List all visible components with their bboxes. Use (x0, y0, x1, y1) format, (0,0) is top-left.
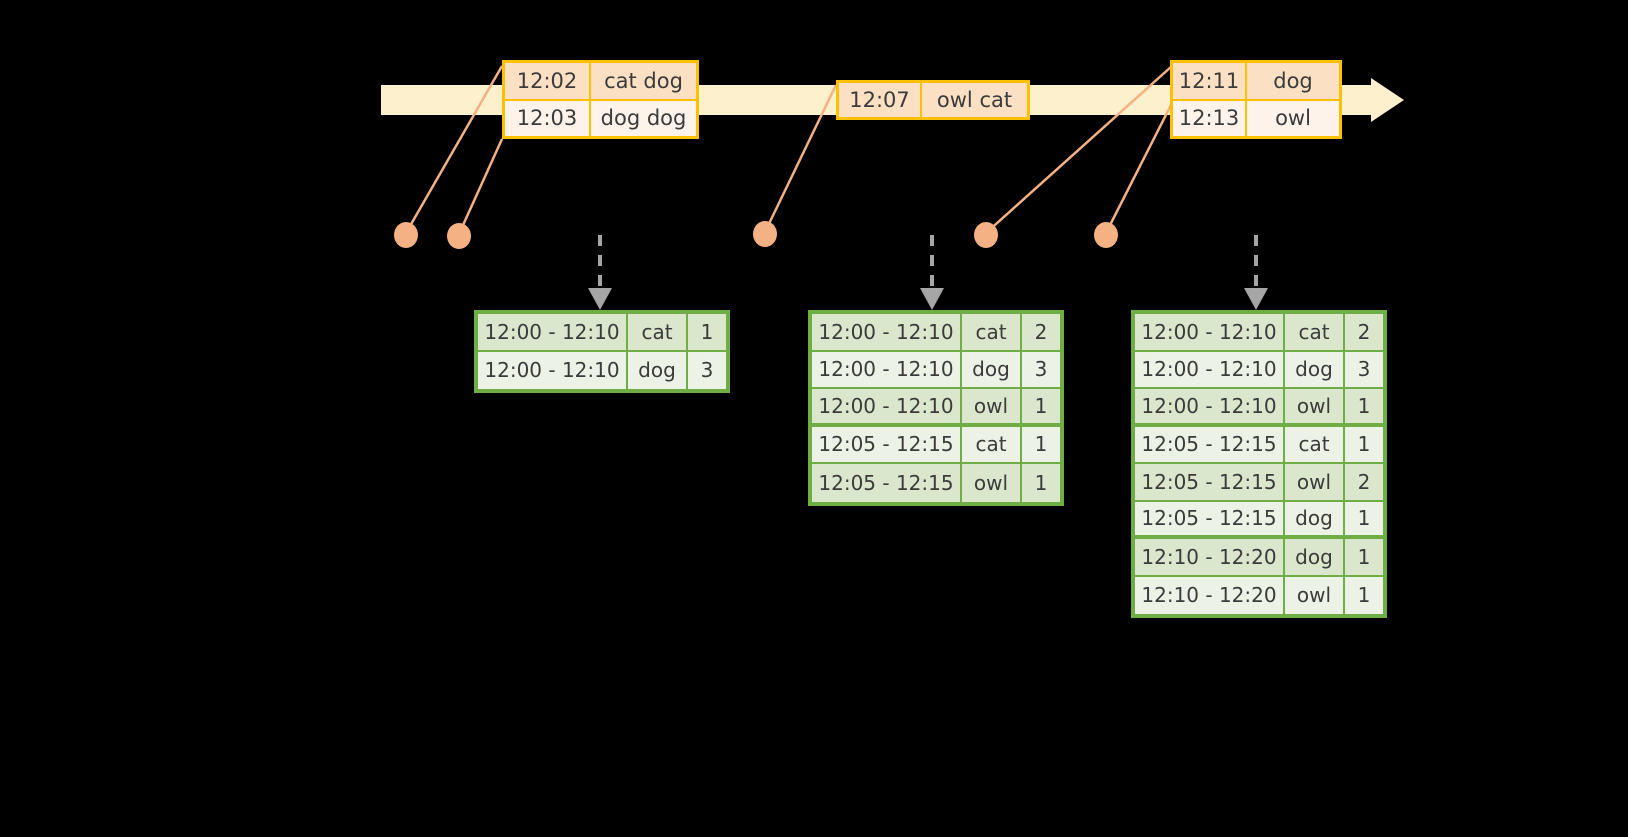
window-cell: 12:00 - 12:10 (812, 351, 962, 387)
window-cell: 12:00 - 12:10 (1135, 314, 1285, 350)
connector-dot-3 (753, 221, 777, 247)
event-row[interactable]: 12:02 cat dog (505, 63, 696, 99)
count-cell: 2 (1022, 314, 1060, 350)
word-cell: owl (1285, 389, 1345, 423)
count-cell: 1 (1022, 426, 1060, 462)
word-cell: owl (962, 464, 1022, 502)
word-cell: dog (628, 351, 688, 389)
table-row[interactable]: 12:00 - 12:10 dog 3 (812, 351, 1060, 389)
event-time: 12:02 (505, 63, 591, 99)
window-cell: 12:05 - 12:15 (812, 426, 962, 462)
window-cell: 12:00 - 12:10 (812, 389, 962, 423)
event-row[interactable]: 12:03 dog dog (505, 98, 696, 136)
window-cell: 12:05 - 12:15 (812, 464, 962, 502)
word-cell: cat (1285, 314, 1345, 350)
word-cell: dog (1285, 351, 1345, 387)
count-cell: 1 (1345, 576, 1383, 614)
table-row[interactable]: 12:05 - 12:15 owl 1 (812, 464, 1060, 502)
window-cell: 12:00 - 12:10 (478, 314, 628, 350)
table-row[interactable]: 12:00 - 12:10 cat 2 (812, 314, 1060, 352)
event-row[interactable]: 12:07 owl cat (839, 83, 1027, 117)
connector-dot-1 (394, 222, 418, 248)
word-cell: owl (1285, 576, 1345, 614)
table-row[interactable]: 12:05 - 12:15 dog 1 (1135, 501, 1383, 539)
word-cell: cat (962, 314, 1022, 350)
event-words: dog dog (591, 100, 696, 136)
table-row[interactable]: 12:00 - 12:10 owl 1 (1135, 389, 1383, 427)
event-time: 12:13 (1173, 100, 1247, 136)
count-cell: 1 (1022, 389, 1060, 423)
count-cell: 3 (1345, 351, 1383, 387)
table-row[interactable]: 12:10 - 12:20 dog 1 (1135, 539, 1383, 577)
window-cell: 12:10 - 12:20 (1135, 539, 1285, 575)
table-row[interactable]: 12:00 - 12:10 dog 3 (478, 351, 726, 389)
event-words: owl cat (922, 83, 1027, 117)
window-cell: 12:10 - 12:20 (1135, 576, 1285, 614)
event-row[interactable]: 12:13 owl (1173, 98, 1339, 136)
word-cell: owl (1285, 464, 1345, 500)
event-group-1[interactable]: 12:02 cat dog 12:03 dog dog (502, 60, 699, 139)
table-row[interactable]: 12:05 - 12:15 owl 2 (1135, 464, 1383, 502)
result-table-3[interactable]: 12:00 - 12:10 cat 2 12:00 - 12:10 dog 3 … (1131, 310, 1387, 618)
event-time: 12:03 (505, 100, 591, 136)
table-row[interactable]: 12:00 - 12:10 dog 3 (1135, 351, 1383, 389)
window-cell: 12:00 - 12:10 (812, 314, 962, 350)
connector-dot-2 (447, 223, 471, 249)
count-cell: 1 (1345, 426, 1383, 462)
count-cell: 1 (1022, 464, 1060, 502)
count-cell: 1 (1345, 501, 1383, 535)
word-cell: dog (1285, 501, 1345, 535)
event-words: cat dog (591, 63, 696, 99)
word-cell: cat (962, 426, 1022, 462)
connector-dot-4 (974, 222, 998, 248)
table-row[interactable]: 12:00 - 12:10 owl 1 (812, 389, 1060, 427)
count-cell: 1 (688, 314, 726, 350)
window-cell: 12:05 - 12:15 (1135, 501, 1285, 535)
word-cell: dog (1285, 539, 1345, 575)
window-cell: 12:00 - 12:10 (1135, 389, 1285, 423)
window-cell: 12:00 - 12:10 (1135, 351, 1285, 387)
event-group-2[interactable]: 12:07 owl cat (836, 80, 1030, 120)
result-table-2[interactable]: 12:00 - 12:10 cat 2 12:00 - 12:10 dog 3 … (808, 310, 1064, 506)
table-row[interactable]: 12:00 - 12:10 cat 2 (1135, 314, 1383, 352)
count-cell: 3 (1022, 351, 1060, 387)
word-cell: owl (962, 389, 1022, 423)
timeline-arrowhead (1371, 78, 1404, 122)
count-cell: 1 (1345, 539, 1383, 575)
table-row[interactable]: 12:10 - 12:20 owl 1 (1135, 576, 1383, 614)
word-cell: cat (628, 314, 688, 350)
event-row[interactable]: 12:11 dog (1173, 63, 1339, 99)
event-group-3[interactable]: 12:11 dog 12:13 owl (1170, 60, 1342, 139)
word-cell: dog (962, 351, 1022, 387)
table-row[interactable]: 12:00 - 12:10 cat 1 (478, 314, 726, 352)
table-row[interactable]: 12:05 - 12:15 cat 1 (812, 426, 1060, 464)
event-time: 12:07 (839, 83, 922, 117)
window-cell: 12:05 - 12:15 (1135, 426, 1285, 462)
word-cell: cat (1285, 426, 1345, 462)
window-cell: 12:00 - 12:10 (478, 351, 628, 389)
event-words: dog (1247, 63, 1339, 99)
count-cell: 2 (1345, 314, 1383, 350)
window-cell: 12:05 - 12:15 (1135, 464, 1285, 500)
connector-dot-5 (1094, 222, 1118, 248)
event-words: owl (1247, 100, 1339, 136)
event-time: 12:11 (1173, 63, 1247, 99)
table-row[interactable]: 12:05 - 12:15 cat 1 (1135, 426, 1383, 464)
count-cell: 1 (1345, 389, 1383, 423)
result-table-1[interactable]: 12:00 - 12:10 cat 1 12:00 - 12:10 dog 3 (474, 310, 730, 393)
count-cell: 2 (1345, 464, 1383, 500)
count-cell: 3 (688, 351, 726, 389)
